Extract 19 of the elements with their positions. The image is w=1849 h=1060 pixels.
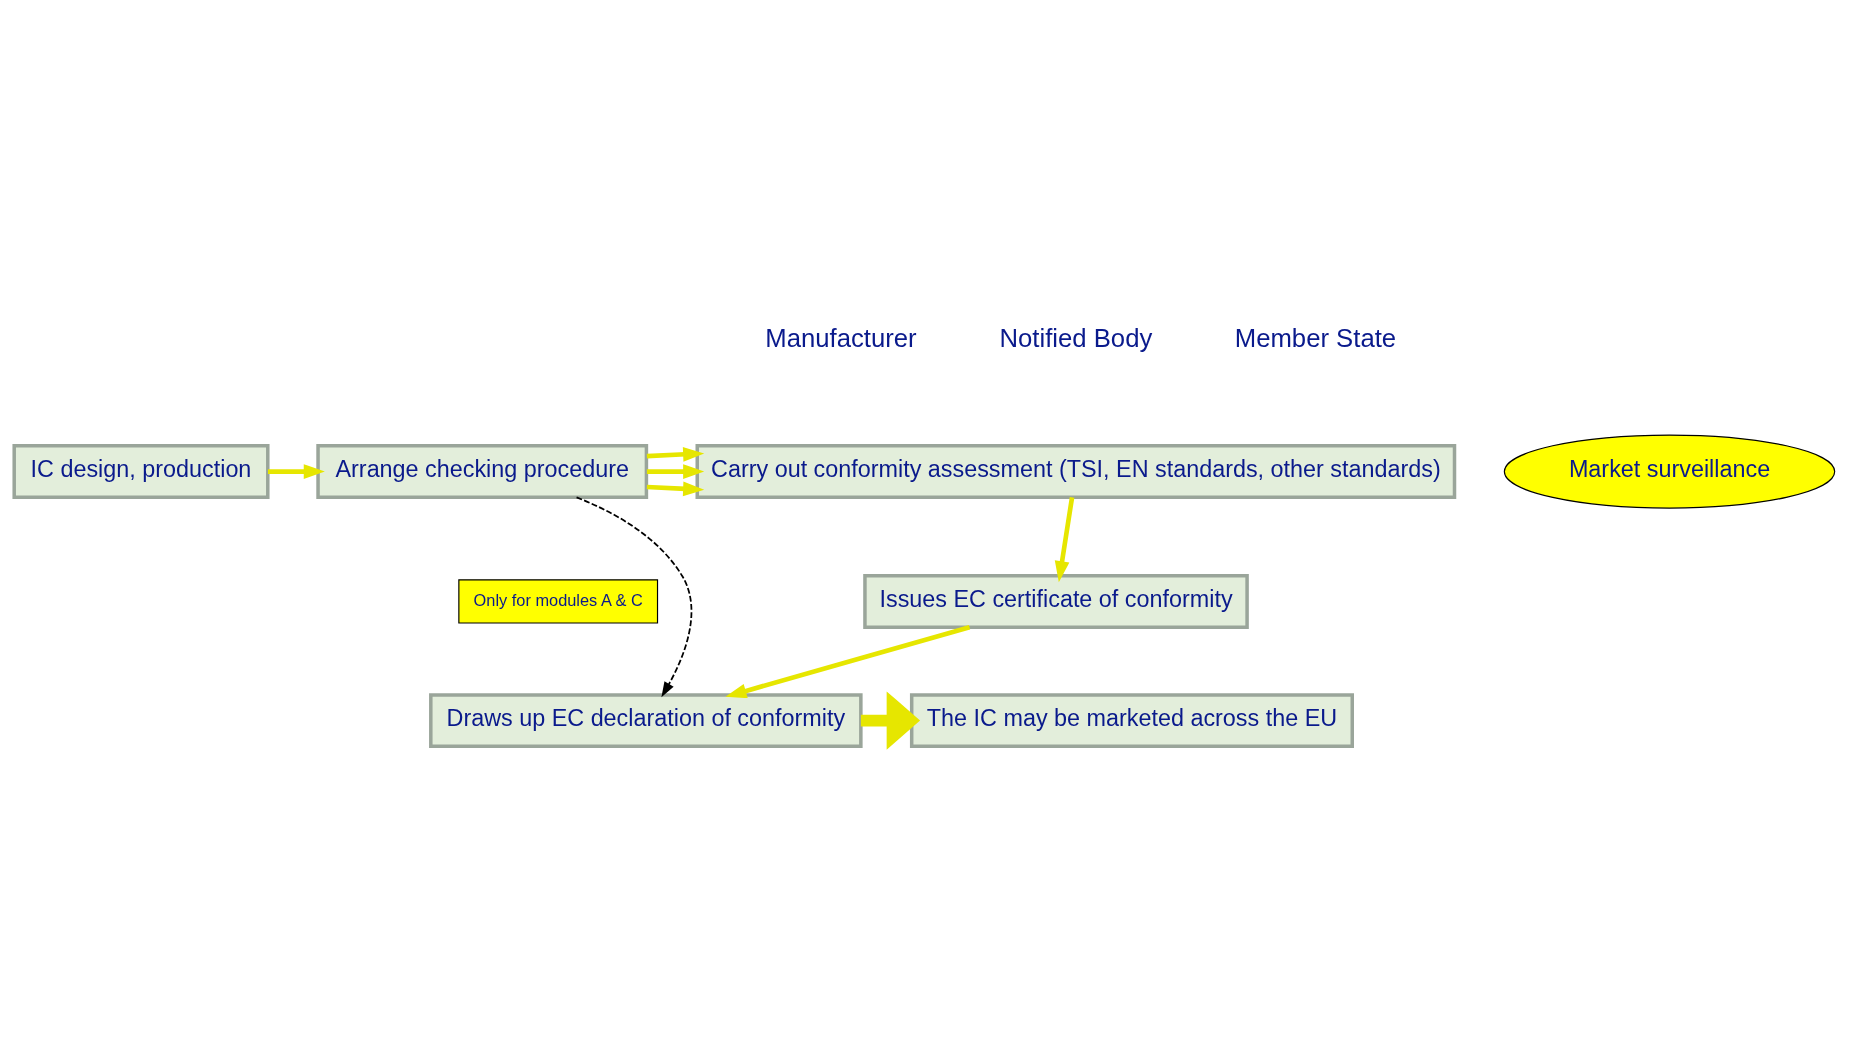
node-box: Only for modules A & C — [458, 579, 659, 624]
node-box: IC design, production — [12, 444, 270, 500]
node-box: Draws up EC declaration of conformity — [429, 693, 863, 749]
node-box: The IC may be marketed across the EU — [909, 693, 1354, 749]
node-box: Arrange checking procedure — [316, 444, 649, 500]
arrow — [575, 496, 693, 698]
arrow — [1054, 496, 1075, 583]
label: Notified Body — [999, 324, 1153, 353]
arrow — [860, 691, 921, 750]
arrow — [267, 464, 325, 479]
node-box: Issues EC certificate of conformity — [863, 573, 1249, 629]
node-ellipse: Market surveillance — [1503, 434, 1836, 509]
arrow — [646, 481, 705, 497]
arrow — [646, 464, 705, 479]
label: Member State — [1234, 324, 1397, 353]
arrow — [646, 446, 705, 462]
arrow — [725, 625, 971, 699]
label: Manufacturer — [765, 324, 917, 353]
node-box: Carry out conformity assessment (TSI, EN standards, other standards) — [695, 444, 1457, 500]
